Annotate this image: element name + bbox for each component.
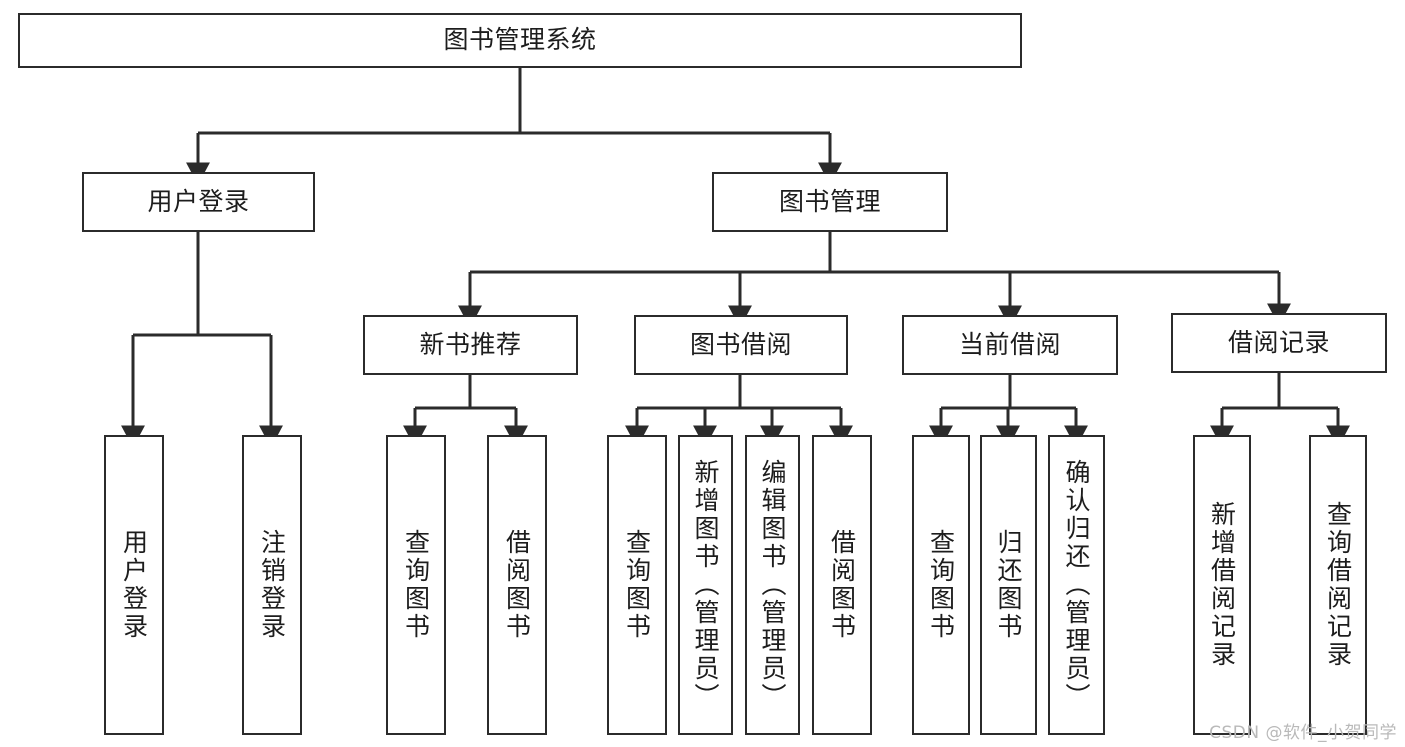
node-leaf-query-book-current[interactable]: 查询图书 xyxy=(912,435,970,735)
node-label: 查询借阅记录 xyxy=(1323,501,1353,669)
node-leaf-query-book-borrow[interactable]: 查询图书 xyxy=(607,435,667,735)
node-label: 查询图书 xyxy=(622,529,652,641)
node-leaf-return-book[interactable]: 归还图书 xyxy=(980,435,1037,735)
node-label: 图书借阅 xyxy=(689,329,792,359)
node-label: 借阅图书 xyxy=(502,529,532,641)
node-label: 借阅记录 xyxy=(1227,327,1330,357)
node-label: 查询图书 xyxy=(401,529,431,641)
node-new-book-recommendation[interactable]: 新书推荐 xyxy=(363,315,578,375)
node-label: 确认归还（管理员） xyxy=(1062,459,1091,711)
node-label: 新增借阅记录 xyxy=(1207,501,1237,669)
node-label: 查询图书 xyxy=(926,529,956,641)
node-borrowing-records[interactable]: 借阅记录 xyxy=(1171,313,1387,373)
node-leaf-borrow-book[interactable]: 借阅图书 xyxy=(812,435,872,735)
node-label: 借阅图书 xyxy=(827,529,857,641)
node-book-borrowing[interactable]: 图书借阅 xyxy=(634,315,848,375)
node-leaf-query-borrow-record[interactable]: 查询借阅记录 xyxy=(1309,435,1367,735)
node-leaf-logout[interactable]: 注销登录 xyxy=(242,435,302,735)
node-leaf-edit-book-admin[interactable]: 编辑图书（管理员） xyxy=(745,435,800,735)
node-label: 注销登录 xyxy=(257,529,287,641)
node-root-book-management-system[interactable]: 图书管理系统 xyxy=(18,13,1022,68)
node-leaf-add-borrow-record[interactable]: 新增借阅记录 xyxy=(1193,435,1251,735)
node-label: 归还图书 xyxy=(994,529,1023,641)
node-label: 新增图书（管理员） xyxy=(691,459,720,711)
node-label: 当前借阅 xyxy=(958,329,1061,359)
node-label: 新书推荐 xyxy=(419,329,522,359)
node-book-management[interactable]: 图书管理 xyxy=(712,172,948,232)
node-label: 编辑图书（管理员） xyxy=(758,459,787,711)
node-label: 用户登录 xyxy=(147,186,250,216)
node-leaf-confirm-return-admin[interactable]: 确认归还（管理员） xyxy=(1048,435,1105,735)
node-leaf-query-book-new[interactable]: 查询图书 xyxy=(386,435,446,735)
node-user-login[interactable]: 用户登录 xyxy=(82,172,315,232)
node-leaf-user-login[interactable]: 用户登录 xyxy=(104,435,164,735)
node-leaf-add-book-admin[interactable]: 新增图书（管理员） xyxy=(678,435,733,735)
node-label: 图书管理 xyxy=(778,186,881,216)
node-leaf-borrow-book-new[interactable]: 借阅图书 xyxy=(487,435,547,735)
watermark: CSDN @软件_小贺同学 xyxy=(1209,723,1397,743)
node-label: 图书管理系统 xyxy=(443,25,597,55)
node-current-borrowing[interactable]: 当前借阅 xyxy=(902,315,1118,375)
node-label: 用户登录 xyxy=(119,529,149,641)
